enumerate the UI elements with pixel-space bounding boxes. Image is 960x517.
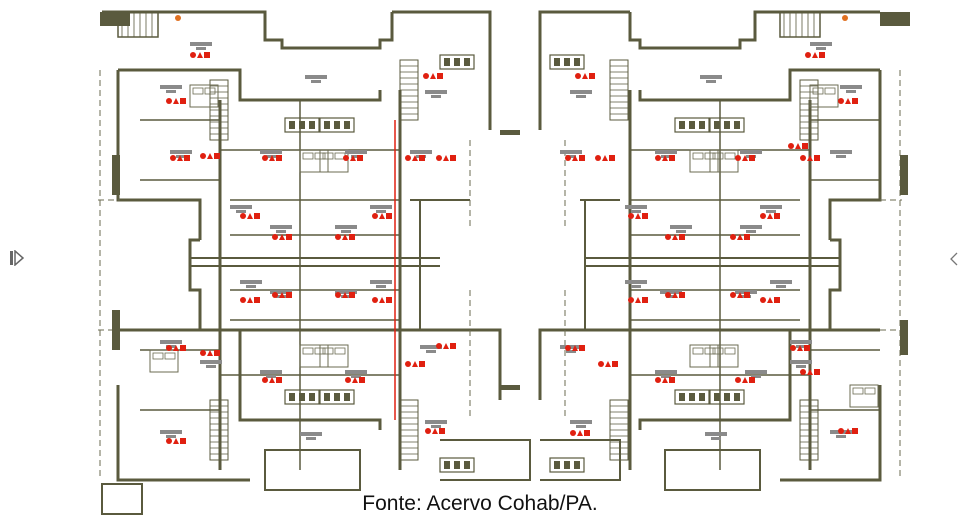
left-building-block (102, 10, 531, 491)
chevron-left-icon (950, 252, 958, 266)
next-slide-button[interactable] (949, 252, 959, 271)
play-bar-icon (10, 249, 25, 267)
right-building-block (538, 10, 882, 491)
figure-caption: Fonte: Acervo Cohab/PA. (362, 492, 598, 515)
previous-slide-button[interactable] (10, 249, 25, 271)
